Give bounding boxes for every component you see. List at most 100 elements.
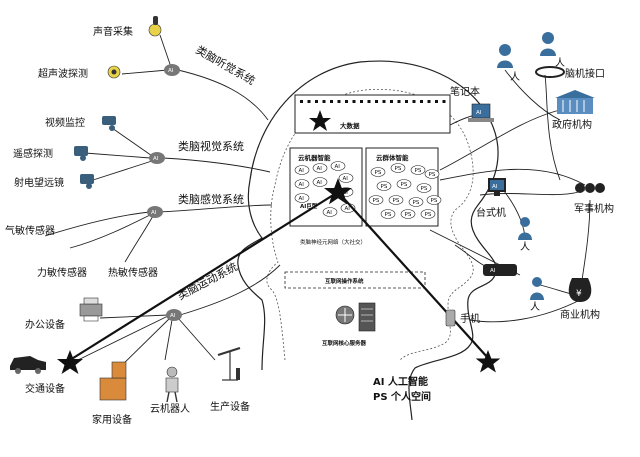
bci-headband-icon — [536, 67, 564, 77]
big-data-dot — [398, 100, 401, 103]
ai-node-label: AI — [327, 210, 333, 216]
money-bag-icon: ¥ — [569, 278, 592, 302]
desktop-ai-tag: AI — [492, 184, 498, 190]
big-data-dot — [308, 100, 311, 103]
big-data-dot — [428, 100, 431, 103]
legend-ai: AI 人工智能 — [373, 375, 428, 388]
sensor-gas-label: 气敏传感器 — [5, 224, 55, 237]
core-server-icon — [336, 303, 375, 331]
ps-node-label: PS — [395, 166, 402, 172]
big-data-box — [295, 95, 450, 133]
ai-node-label: AI — [335, 164, 341, 170]
device-household-label: 家用设备 — [92, 413, 132, 426]
camera-icon — [102, 116, 116, 131]
big-data-dot — [368, 100, 371, 103]
device-traffic-label: 交通设备 — [25, 382, 65, 395]
ps-node-label: PS — [393, 198, 400, 204]
bci-label: 脑机接口 — [565, 67, 605, 80]
car-icon — [10, 356, 46, 374]
ai-node-label: AI — [345, 206, 351, 212]
ps-node-label: PS — [421, 186, 428, 192]
big-data-dot — [330, 100, 333, 103]
ps-node-label: PS — [401, 182, 408, 188]
ai-node-label: AI — [299, 182, 305, 188]
legend-ps: PS 个人空间 — [373, 390, 431, 403]
person-lower-icon — [530, 277, 544, 300]
big-data-dot — [353, 100, 356, 103]
phone-label: 手机 — [460, 312, 480, 325]
person-top-left-label: 人 — [510, 71, 520, 83]
phone-star — [476, 350, 501, 373]
hub-visual-ai: AI — [153, 156, 159, 162]
system-sensory-label: 类脑感觉系统 — [178, 192, 244, 206]
ps-node-label: PS — [429, 172, 436, 178]
printer-icon — [80, 298, 102, 321]
sensor-thermal-label: 热敏传感器 — [108, 266, 158, 279]
sensor-video-label: 视频监控 — [45, 116, 85, 129]
government-building-icon — [555, 90, 595, 114]
glasses-ai-tag: AI — [490, 268, 496, 274]
sensor-remote-label: 遥感探测 — [13, 147, 53, 160]
big-data-dot — [300, 100, 303, 103]
notebook-ai-tag: AI — [476, 110, 482, 116]
big-data-dot — [375, 100, 378, 103]
system-motor-label: 类脑运动系统 — [175, 259, 240, 302]
hub-sensory-ai: AI — [151, 210, 157, 216]
ps-node-label: PS — [425, 212, 432, 218]
big-data-dot — [405, 100, 408, 103]
big-data-dot — [315, 100, 318, 103]
robot-icon — [166, 367, 178, 402]
big-data-label: 大数据 — [340, 121, 360, 130]
big-data-dot — [443, 100, 446, 103]
telescope-icon — [80, 174, 94, 189]
ps-node-label: PS — [375, 170, 382, 176]
system-auditory-label: 类脑听觉系统 — [194, 42, 258, 87]
big-data-dot — [345, 100, 348, 103]
sensor-telescope-label: 射电望远镜 — [14, 176, 64, 189]
ps-node-label: PS — [385, 212, 392, 218]
ps-node-label: PS — [413, 200, 420, 206]
svg-text:¥: ¥ — [576, 289, 582, 299]
phone-icon — [446, 310, 455, 326]
neural-net-label: 类脑神经元网络（大社交） — [300, 238, 366, 246]
core-server-label: 互联网核心服务器 — [322, 339, 367, 347]
ps-node-label: PS — [373, 198, 380, 204]
system-visual-label: 类脑视觉系统 — [178, 139, 244, 153]
vr-glasses-icon — [483, 264, 517, 276]
person-lower-label: 人 — [530, 301, 540, 313]
hub-auditory-ai: AI — [168, 68, 174, 74]
big-data-dot — [338, 100, 341, 103]
ultrasonic-icon — [108, 66, 120, 78]
big-data-dot — [413, 100, 416, 103]
device-robot-label: 云机器人 — [150, 402, 190, 415]
person-top-right-icon — [540, 32, 556, 56]
ps-node-label: PS — [405, 212, 412, 218]
person-mid-label: 人 — [520, 241, 530, 253]
desktop-label: 台式机 — [476, 206, 506, 219]
sensor-sound-label: 声音采集 — [93, 25, 133, 38]
person-top-left-icon — [497, 44, 513, 68]
ai-node-label: AI — [299, 196, 305, 202]
ai-node-label: AI — [299, 168, 305, 174]
ps-node-label: PS — [381, 184, 388, 190]
os-label: 互联网操作系统 — [325, 277, 364, 285]
big-data-dot — [323, 100, 326, 103]
hub-motor-ai: AI — [170, 313, 176, 319]
device-production-label: 生产设备 — [210, 400, 250, 413]
sensor-ultrasonic-label: 超声波探测 — [38, 67, 88, 80]
ps-node-label: PS — [431, 198, 438, 204]
big-data-dot — [420, 100, 423, 103]
ai-node-label: AI — [317, 166, 323, 172]
remote-sensing-icon — [74, 146, 88, 161]
ps-node-label: PS — [415, 168, 422, 174]
big-data-dot — [390, 100, 393, 103]
cloud-group-label: 云群体智能 — [376, 153, 409, 162]
big-data-dot — [360, 100, 363, 103]
military-icon — [575, 183, 605, 193]
business-label: 商业机构 — [560, 308, 600, 321]
sensor-force-label: 力敏传感器 — [37, 266, 87, 279]
big-data-dot — [435, 100, 438, 103]
cloud-machine-label: 云机器智能 — [298, 153, 331, 162]
military-label: 军事机构 — [574, 202, 614, 215]
